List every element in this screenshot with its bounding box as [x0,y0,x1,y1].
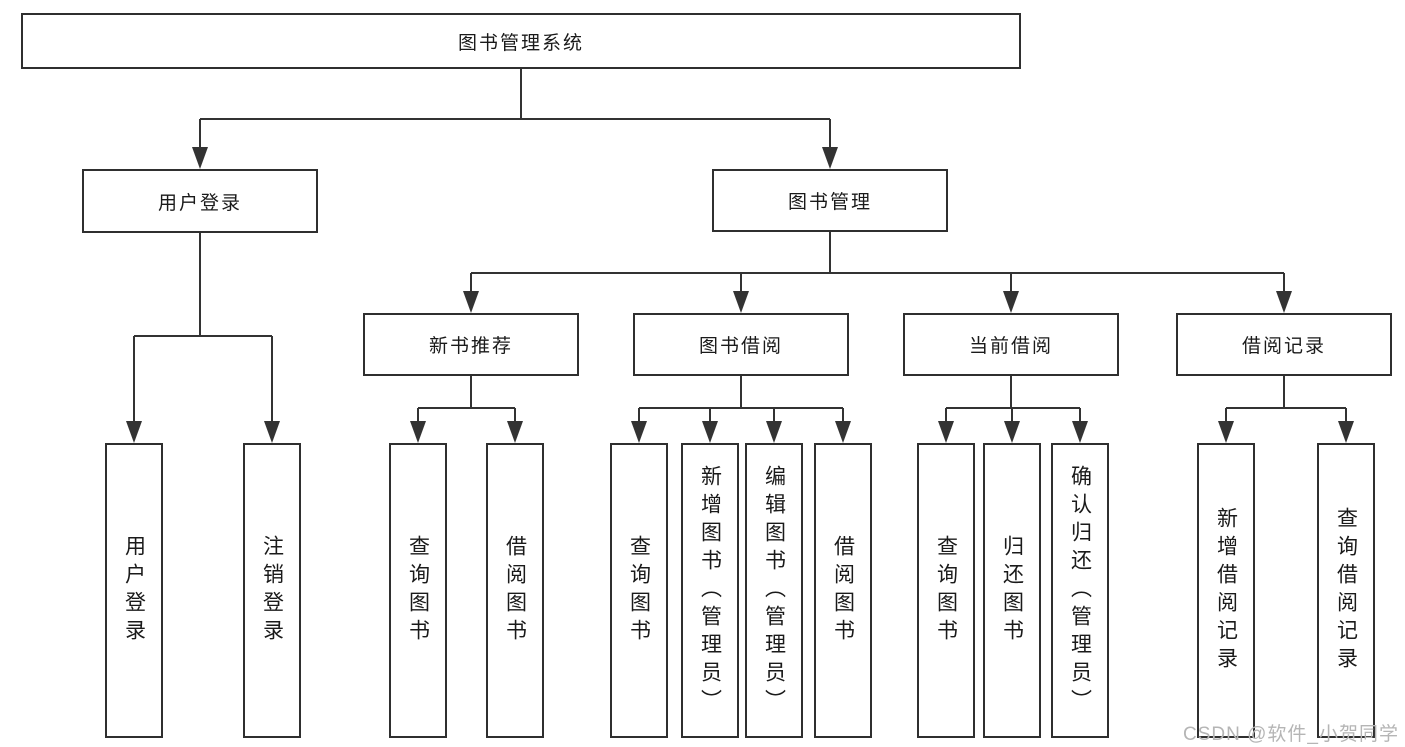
node-label: 用户登录 [122,534,146,647]
arrowhead [1338,421,1354,443]
node-label: 当前借阅 [968,336,1053,357]
csdn-watermark: CSDN @软件_小贺同学 [1183,724,1399,745]
arrowhead [835,421,851,443]
node-label: 新增图书（管理员） [698,464,722,717]
leaf-edit-books-admin: 编辑图书（管理员） [745,443,803,738]
leaf-query-borrow-record: 查询借阅记录 [1317,443,1375,738]
arrowhead [126,421,142,443]
node-new-book-recommend: 新书推荐 [363,313,579,376]
connector-user-login-branch [126,233,280,443]
arrowhead [264,421,280,443]
node-borrow-records: 借阅记录 [1176,313,1392,376]
arrowhead [702,421,718,443]
node-label: 查询借阅记录 [1334,506,1358,675]
arrowhead [1004,421,1020,443]
connector-book-borrow-branch [631,376,851,443]
node-label: 借阅记录 [1241,336,1326,357]
node-label: 用户登录 [157,192,242,214]
arrowhead [192,147,208,169]
node-label: 借阅图书 [831,534,855,647]
node-label: 归还图书 [1000,534,1024,647]
leaf-query-books-current: 查询图书 [917,443,975,738]
connector-current-borrow-branch [938,376,1088,443]
leaf-logout: 注销登录 [243,443,301,738]
arrowhead [410,421,426,443]
node-label: 注销登录 [260,534,284,647]
arrowhead [1218,421,1234,443]
leaf-user-login: 用户登录 [105,443,163,738]
connector-root-to-level1 [192,69,838,169]
arrowhead [938,421,954,443]
connector-borrow-record-branch [1218,376,1354,443]
arrowhead [1072,421,1088,443]
node-book-management: 图书管理 [712,169,948,232]
node-label: 借阅图书 [503,534,527,647]
leaf-return-books: 归还图书 [983,443,1041,738]
leaf-query-books-recommend: 查询图书 [389,443,447,738]
arrowhead [733,291,749,313]
arrowhead [507,421,523,443]
arrowhead [631,421,647,443]
node-label: 编辑图书（管理员） [762,464,786,717]
node-label: 图书管理 [787,192,872,213]
node-current-borrowing: 当前借阅 [903,313,1119,376]
node-label: 查询图书 [627,534,651,647]
node-label: 图书管理系统 [457,32,584,54]
connector-new-book-branch [410,376,523,443]
arrowhead [1003,291,1019,313]
arrowhead [822,147,838,169]
leaf-confirm-return-admin: 确认归还（管理员） [1051,443,1109,738]
leaf-add-books-admin: 新增图书（管理员） [681,443,739,738]
node-label: 图书借阅 [698,336,783,357]
node-library-system: 图书管理系统 [21,13,1021,69]
leaf-add-borrow-record: 新增借阅记录 [1197,443,1255,738]
leaf-borrow-books-recommend: 借阅图书 [486,443,544,738]
arrowhead [1276,291,1292,313]
arrowhead [766,421,782,443]
node-label: 查询图书 [934,534,958,647]
node-label: 新增借阅记录 [1214,506,1238,675]
node-book-borrowing: 图书借阅 [633,313,849,376]
arrowhead [463,291,479,313]
leaf-borrow-books: 借阅图书 [814,443,872,738]
leaf-query-books-borrow: 查询图书 [610,443,668,738]
node-label: 查询图书 [406,534,430,647]
node-label: 新书推荐 [428,336,513,357]
connector-book-mgmt-branch [463,232,1292,313]
node-user-login: 用户登录 [82,169,318,233]
node-label: 确认归还（管理员） [1068,464,1092,717]
